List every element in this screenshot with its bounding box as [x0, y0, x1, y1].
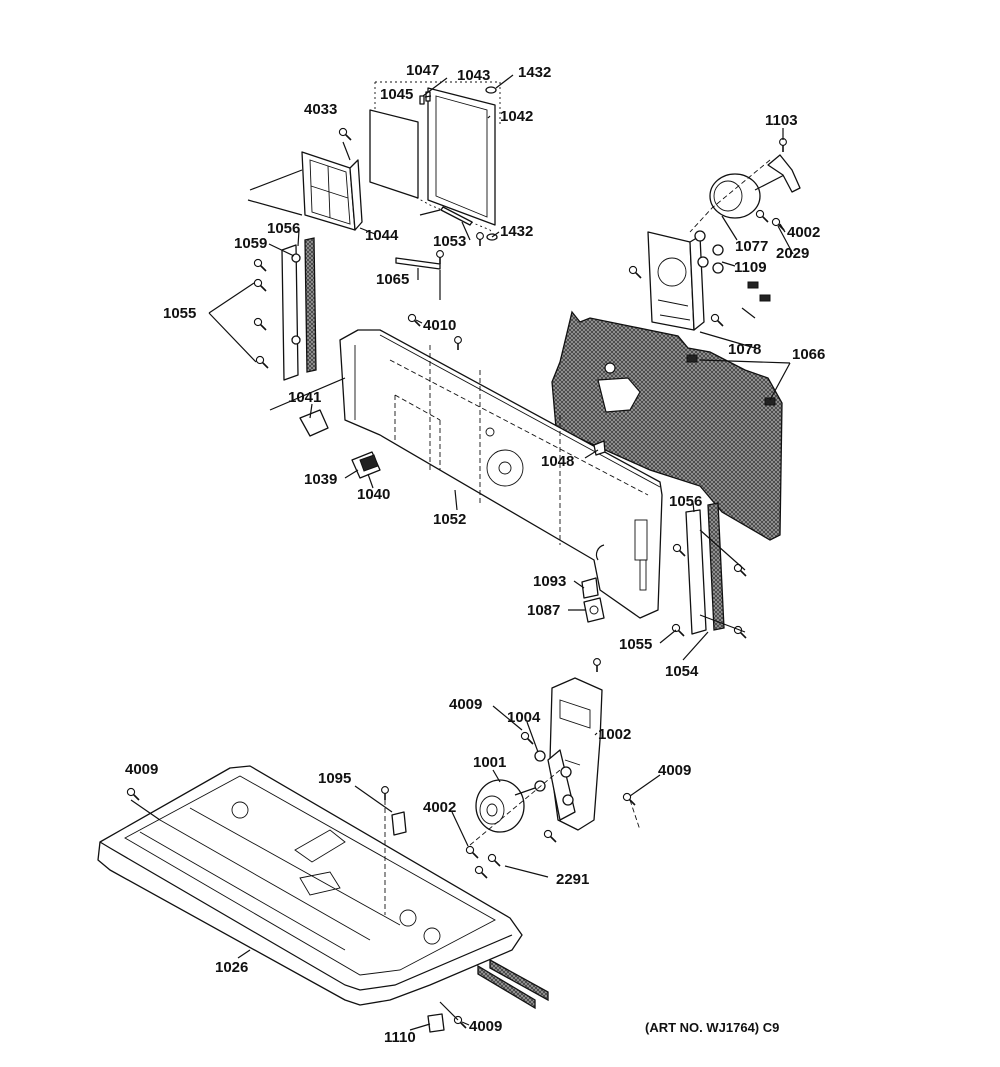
- label-1093: 1093: [533, 573, 566, 590]
- label-1055: 1055: [163, 305, 196, 322]
- label-4009-right: 4009: [658, 762, 691, 779]
- electrical-parts: [269, 377, 381, 479]
- label-1043: 1043: [457, 67, 490, 84]
- label-1026: 1026: [215, 959, 248, 976]
- label-1065: 1065: [376, 271, 409, 288]
- label-1053: 1053: [433, 233, 466, 250]
- label-1001: 1001: [473, 754, 506, 771]
- label-4002-lower: 4002: [423, 799, 456, 816]
- leader-lines: [208, 74, 794, 1031]
- mesh-panel: [551, 310, 783, 541]
- label-1103: 1103: [765, 112, 798, 129]
- label-4009: 4009: [449, 696, 482, 713]
- label-1059: 1059: [234, 235, 267, 252]
- label-1432-lower: 1432: [500, 223, 533, 240]
- part-labels: 1047 1043 1432 1045 4033 1042 1103 1044 …: [125, 62, 825, 1046]
- label-1056-right: 1056: [669, 493, 702, 510]
- right-bracket: [671, 502, 747, 639]
- label-1054: 1054: [665, 663, 699, 680]
- label-1055-right: 1055: [619, 636, 652, 653]
- label-1041: 1041: [288, 389, 321, 406]
- label-1047: 1047: [406, 62, 439, 79]
- main-panel: [339, 313, 663, 619]
- fan-motor-assembly: [628, 137, 801, 331]
- label-1110: 1110: [384, 1029, 416, 1046]
- label-4033: 4033: [304, 101, 337, 118]
- art-number: (ART NO. WJ1764) C9: [645, 1020, 779, 1035]
- label-4002: 4002: [787, 224, 820, 241]
- label-1044: 1044: [365, 227, 399, 244]
- base-pan: [97, 765, 549, 1033]
- label-1095: 1095: [318, 770, 351, 787]
- label-1052: 1052: [433, 511, 466, 528]
- label-1048: 1048: [541, 453, 574, 470]
- label-1056: 1056: [267, 220, 300, 237]
- label-1087: 1087: [527, 602, 560, 619]
- label-2291: 2291: [556, 871, 589, 888]
- label-1432: 1432: [518, 64, 551, 81]
- label-4010: 4010: [423, 317, 456, 334]
- left-bracket: [253, 237, 317, 381]
- label-2029: 2029: [776, 245, 809, 262]
- label-1004: 1004: [507, 709, 541, 726]
- label-1045: 1045: [380, 86, 413, 103]
- label-1042: 1042: [500, 108, 533, 125]
- label-1078: 1078: [728, 341, 761, 358]
- label-1002: 1002: [598, 726, 631, 743]
- blower-motor-assembly: [465, 657, 641, 879]
- label-4009-bottom: 4009: [469, 1018, 502, 1035]
- label-1109: 1109: [734, 259, 767, 276]
- grommets: [581, 577, 605, 623]
- filter-assembly: [247, 81, 501, 300]
- label-1039: 1039: [304, 471, 337, 488]
- label-4009-left: 4009: [125, 761, 158, 778]
- label-1040: 1040: [357, 486, 390, 503]
- label-1077: 1077: [735, 238, 768, 255]
- label-1066: 1066: [792, 346, 825, 363]
